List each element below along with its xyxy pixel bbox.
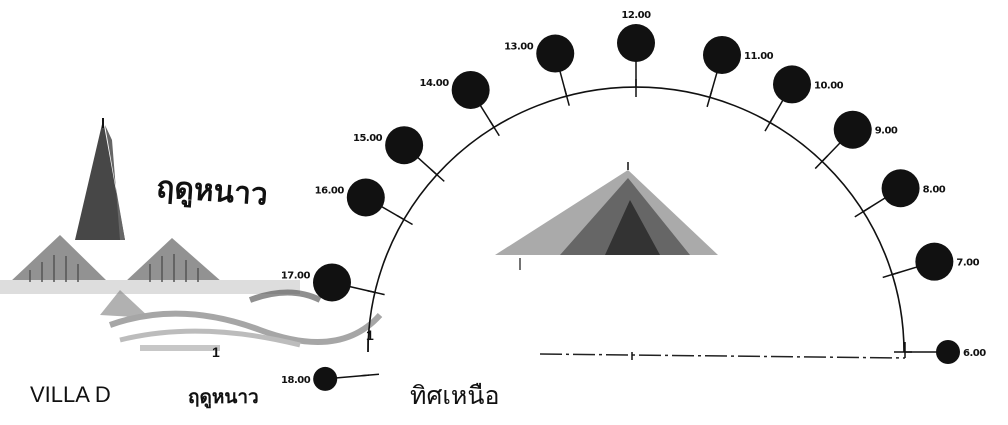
sun-icon	[936, 340, 960, 364]
sun-marker: 14.00	[420, 70, 500, 137]
sun-icon	[313, 366, 338, 391]
time-label: 16.00	[315, 186, 345, 197]
sun-icon	[312, 263, 351, 302]
villa-caption: VILLA D	[30, 382, 111, 407]
sun-icon	[451, 70, 490, 109]
sun-marker: 10.00	[764, 65, 844, 132]
sun-icon	[833, 110, 872, 149]
sun-marker: 13.00	[504, 34, 575, 106]
time-label: 6.00	[963, 348, 986, 359]
time-label: 13.00	[504, 42, 534, 53]
sun-icon	[773, 65, 811, 104]
time-label: 14.00	[420, 78, 450, 89]
time-label: 9.00	[875, 126, 898, 137]
pagoda-illustration	[0, 118, 300, 294]
sun-marker: 15.00	[353, 126, 445, 182]
time-label: 18.00	[281, 375, 311, 386]
sun-marker: 12.00	[617, 10, 655, 97]
time-label: 7.00	[956, 258, 979, 269]
sun-icon	[915, 242, 954, 281]
time-label: 8.00	[923, 184, 946, 195]
sun-icon	[385, 126, 424, 165]
sun-icon	[536, 34, 575, 73]
ground-marker-left: 1	[212, 344, 220, 360]
time-label: 11.00	[744, 51, 774, 62]
time-label: 15.00	[353, 133, 383, 144]
sun-icon	[702, 35, 741, 74]
sun-icon	[346, 178, 385, 217]
mountain-illustration	[495, 162, 718, 270]
season-caption: ฤดูหนาว	[188, 387, 259, 408]
sun-marker: 11.00	[702, 35, 774, 108]
sun-marker: 6.00	[894, 340, 987, 364]
sun-marker: 8.00	[854, 169, 946, 218]
landscape-sketch	[100, 289, 383, 351]
sun-markers: 18.0017.0016.0015.0014.0013.0012.0011.00…	[281, 10, 987, 391]
time-label: 12.00	[621, 10, 651, 21]
sun-marker: 18.00	[281, 366, 380, 391]
sun-marker: 7.00	[882, 242, 980, 281]
ground-line	[539, 353, 906, 359]
season-title: ฤดูหนาว	[155, 170, 269, 212]
sun-icon	[617, 24, 655, 62]
sun-marker: 9.00	[814, 110, 898, 170]
north-caption: ทิศเหนือ	[410, 382, 500, 410]
time-label: 17.00	[281, 270, 311, 281]
ground-marker-right: 1	[366, 327, 374, 343]
sun-marker: 17.00	[281, 263, 385, 302]
sun-icon	[881, 169, 920, 208]
time-label: 10.00	[814, 80, 844, 91]
sun-marker: 16.00	[315, 178, 413, 226]
